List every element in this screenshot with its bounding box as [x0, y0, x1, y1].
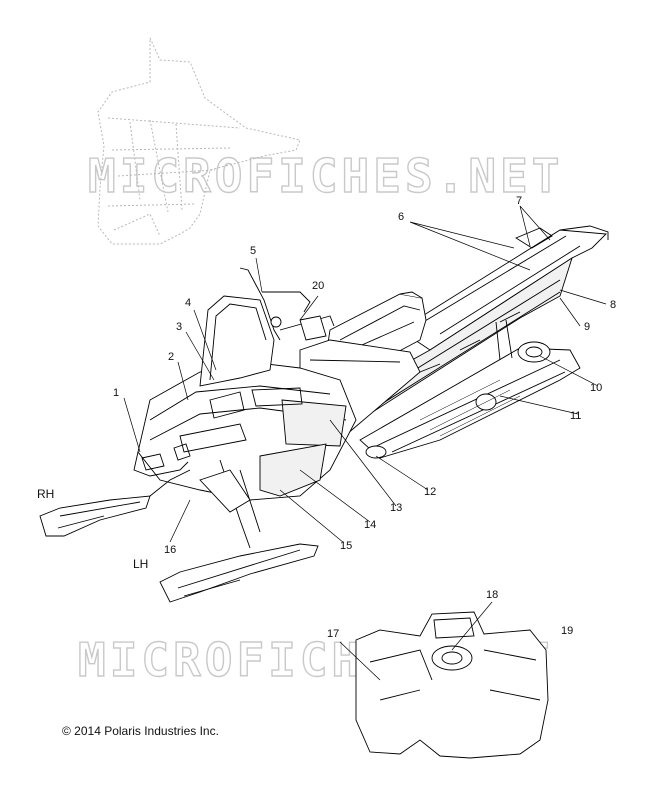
callout-2: 2 — [168, 351, 174, 363]
handlebar — [239, 267, 335, 341]
track-suspension — [359, 319, 581, 459]
callout-12: 12 — [424, 486, 436, 498]
callout-7: 7 — [516, 195, 522, 207]
decal-sheet-outline — [97, 37, 301, 245]
leader-lines — [123, 205, 607, 681]
label-rh: RH — [37, 487, 54, 501]
copyright-notice: © 2014 Polaris Industries Inc. — [62, 724, 219, 738]
callout-14: 14 — [364, 519, 376, 531]
callout-8: 8 — [610, 299, 616, 311]
callout-13: 13 — [390, 502, 402, 514]
skis — [39, 459, 319, 603]
callout-5: 5 — [250, 245, 256, 257]
callout-20: 20 — [312, 280, 324, 292]
callout-16: 16 — [164, 544, 176, 556]
hood-body — [133, 361, 357, 501]
callouts: 1 2 3 4 5 6 7 8 9 10 11 12 13 14 15 16 1… — [113, 195, 616, 640]
callout-1: 1 — [113, 387, 119, 399]
label-lh: LH — [133, 557, 148, 571]
callout-6: 6 — [398, 211, 404, 223]
lower-console — [355, 611, 549, 759]
callout-15: 15 — [340, 540, 352, 552]
callout-10: 10 — [590, 382, 602, 394]
callout-18: 18 — [486, 589, 498, 601]
callout-11: 11 — [570, 410, 581, 422]
callout-17: 17 — [327, 628, 339, 640]
watermark-top: MICROFICHES.NET — [88, 149, 563, 203]
callout-4: 4 — [185, 297, 191, 309]
callout-9: 9 — [584, 321, 590, 333]
callout-3: 3 — [176, 321, 182, 333]
callout-19: 19 — [561, 625, 573, 637]
windshield — [199, 295, 275, 387]
